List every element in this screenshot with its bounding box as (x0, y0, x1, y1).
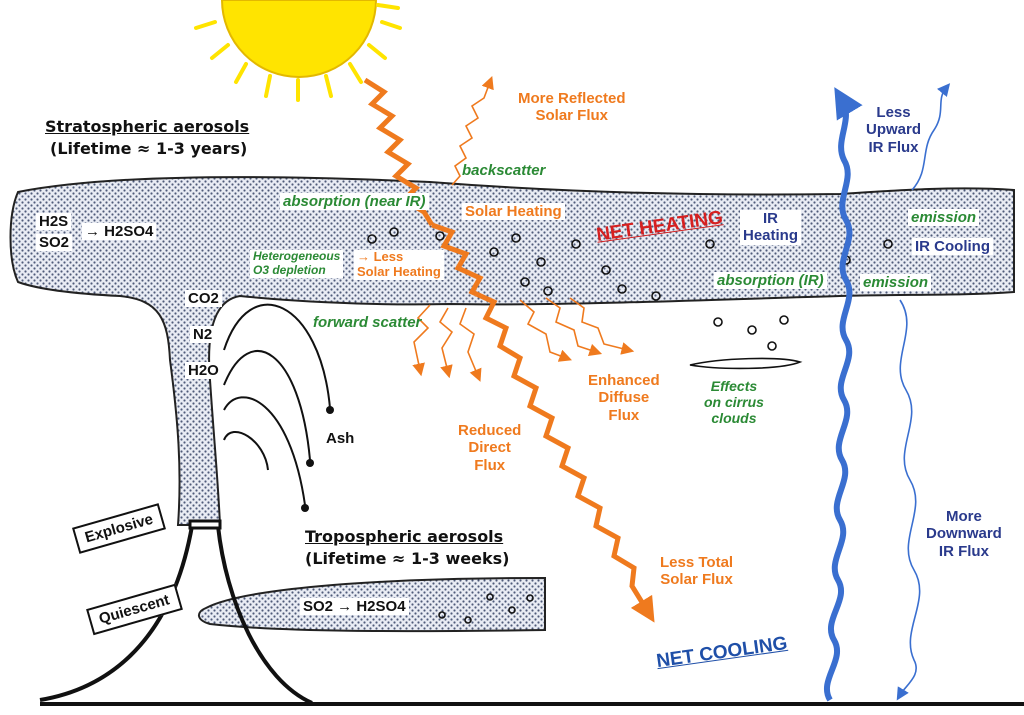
emission-lower-label: emission (860, 274, 932, 292)
diffuse-scatter-arrows (412, 297, 635, 382)
absorption-ir-label: absorption (IR) (714, 272, 827, 290)
stratospheric-lifetime: (Lifetime ≈ 1-3 years) (50, 139, 248, 158)
reduced-direct-label: Reduced Direct Flux (458, 422, 522, 474)
tropospheric-title: Tropospheric aerosols (305, 527, 504, 546)
less-solar-heating-label: → Less Solar Heating (354, 249, 444, 280)
tropospheric-lifetime: (Lifetime ≈ 1-3 weeks) (305, 549, 510, 568)
co2-label: CO2 (185, 290, 222, 307)
less-total-solar-label: Less Total Solar Flux (660, 554, 734, 589)
sun-icon (194, 0, 402, 102)
forward-scatter-label: forward scatter (313, 314, 422, 331)
h2s-label: H2S (36, 213, 72, 230)
ir-cooling-label: IR Cooling (912, 238, 993, 256)
aerosol-particles (367, 227, 893, 624)
n2-label: N2 (190, 326, 216, 343)
upward-ir-arrow (823, 87, 863, 702)
h2so4-label: → H2SO4 (82, 223, 157, 240)
more-downward-ir-label: More Downward IR Flux (926, 508, 1002, 560)
emission-upper-label: emission (908, 209, 980, 227)
ash-particles (301, 406, 334, 512)
h2o-label: H2O (185, 362, 222, 379)
solar-heating-label: Solar Heating (462, 203, 565, 221)
cirrus-effects-label: Effects on cirrus clouds (704, 378, 764, 427)
less-upward-ir-label: Less Upward IR Flux (866, 104, 922, 156)
absorption-near-ir-label: absorption (near IR) (280, 193, 429, 211)
downward-ir-arrow (896, 299, 921, 701)
backscatter-label: backscatter (462, 162, 546, 179)
heterogeneous-label: Heterogeneous O3 depletion (250, 249, 344, 278)
enhanced-diffuse-label: Enhanced Diffuse Flux (588, 372, 660, 424)
tropospheric-reaction: SO2 → H2SO4 (300, 598, 409, 615)
ir-heating-label: IR Heating (740, 210, 802, 245)
less-upward-ir-arrow (911, 83, 951, 191)
backscatter-arrow (451, 76, 494, 186)
cirrus-cloud (689, 357, 803, 370)
ash-trajectories (223, 303, 331, 506)
more-reflected-label: More Reflected Solar Flux (518, 90, 626, 125)
ash-label: Ash (326, 430, 355, 447)
transmitted-solar-arrow (431, 222, 655, 623)
stratospheric-title: Stratospheric aerosols (45, 117, 250, 136)
so2-label: SO2 (36, 234, 73, 251)
